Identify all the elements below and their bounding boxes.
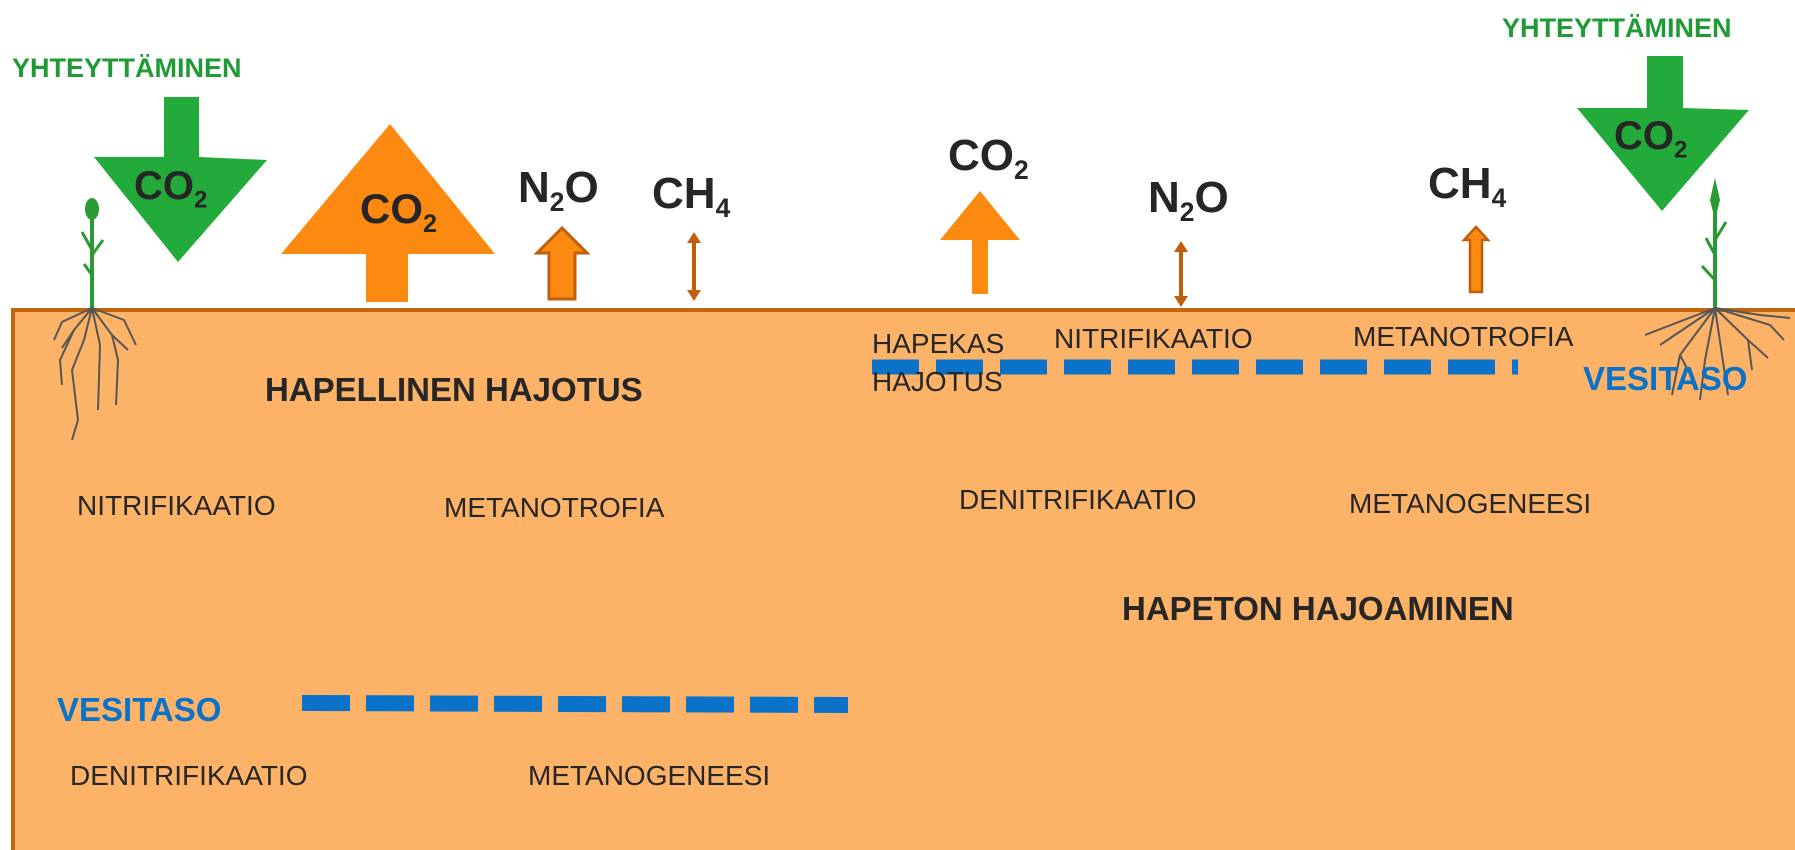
aerobic-decomposition-label-right-line2: HAJOTUS	[872, 366, 1003, 397]
aerobic-decomposition-heading: HAPELLINEN HAJOTUS	[265, 371, 643, 408]
co2-emission-arrow-right	[940, 191, 1020, 294]
methanogenesis-label-left: METANOGENEESI	[528, 760, 771, 791]
ch4-label-left: CH4	[652, 169, 731, 224]
n2o-exchange-arrowhead-right-bottom	[1174, 296, 1188, 307]
n2o-emission-arrow-left	[533, 225, 591, 301]
ch4-emission-arrow-right	[1461, 225, 1491, 294]
co2-uptake-arrow-right	[1577, 56, 1749, 211]
plant-right	[1700, 178, 1728, 308]
n2o-label-right: N2O	[1148, 173, 1229, 228]
roots-right	[1644, 307, 1791, 401]
photosynthesis-label-right: YHTEYTTÄMINEN	[1502, 13, 1732, 43]
nitrification-label-left: NITRIFIKAATIO	[77, 490, 276, 521]
water-level-line-left	[301, 695, 849, 713]
co2-label-emission-big: CO2	[360, 185, 438, 238]
water-level-label-left: VESITASO	[57, 691, 222, 728]
denitrification-label-left: DENITRIFIKAATIO	[70, 760, 308, 791]
photosynthesis-label-left: YHTEYTTÄMINEN	[12, 53, 242, 83]
ch4-exchange-arrowhead-left-bottom	[687, 290, 701, 301]
co2-uptake-arrow-left	[94, 97, 267, 262]
denitrification-label-right: DENITRIFIKAATIO	[959, 484, 1197, 515]
co2-label-uptake-left: CO2	[134, 164, 208, 214]
co2-label-uptake-right: CO2	[1614, 114, 1688, 164]
ch4-label-right: CH4	[1428, 159, 1507, 214]
nitrification-label-right: NITRIFIKAATIO	[1054, 323, 1253, 354]
aerobic-decomposition-label-right-line1: HAPEKAS	[872, 328, 1005, 359]
methanotrophy-label-left: METANOTROFIA	[444, 492, 665, 523]
n2o-label-left: N2O	[518, 163, 599, 218]
anaerobic-decomposition-heading: HAPETON HAJOAMINEN	[1122, 590, 1514, 627]
ch4-exchange-arrowhead-left-top	[687, 232, 701, 243]
soil-body	[11, 308, 1795, 850]
water-level-label-right: VESITASO	[1583, 360, 1748, 397]
n2o-exchange-arrowhead-right-top	[1174, 241, 1188, 252]
plant-left	[80, 198, 105, 308]
co2-label-emission-right: CO2	[948, 131, 1029, 186]
co2-emission-arrow-big	[281, 124, 495, 302]
methanotrophy-label-right: METANOTROFIA	[1353, 321, 1574, 352]
methanogenesis-label-right: METANOGENEESI	[1349, 488, 1592, 519]
roots-left	[53, 307, 137, 441]
